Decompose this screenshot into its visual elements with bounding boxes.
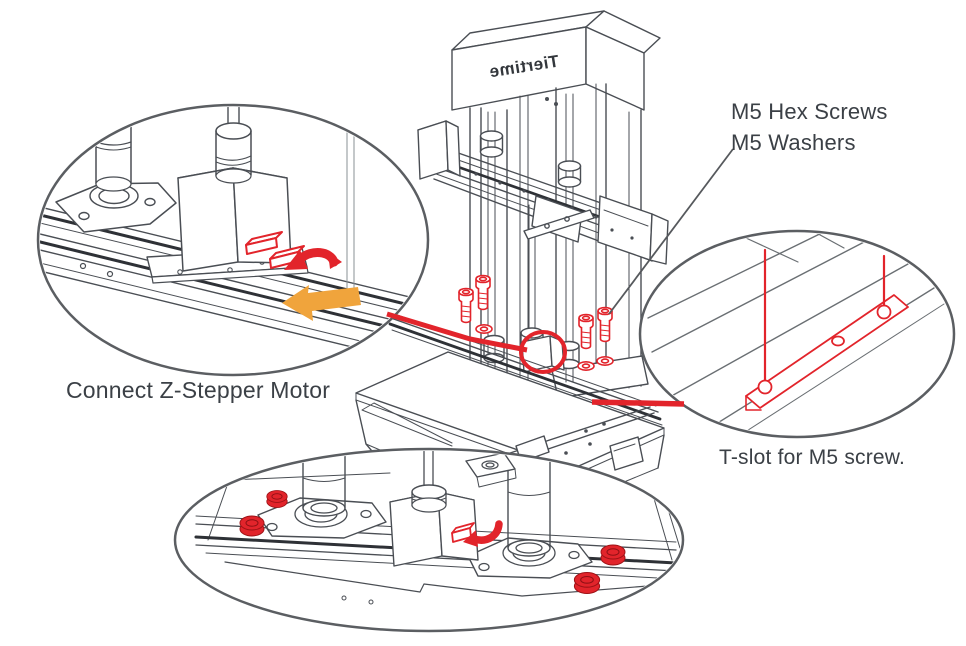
annotation-lines <box>386 148 734 407</box>
z-stepper-connector <box>245 231 305 269</box>
tslot-callout <box>638 229 956 439</box>
m5-hardware-label: M5 Hex Screws M5 Washers <box>731 96 888 158</box>
m5-washer <box>596 355 614 367</box>
red-foot-screw <box>600 544 626 566</box>
m5-washers-text: M5 Washers <box>731 130 856 155</box>
z-axis-motor <box>520 204 565 373</box>
right-callout-connector-line <box>591 399 685 407</box>
red-foot-screw <box>239 515 265 537</box>
m5-washer <box>577 360 595 372</box>
slide-direction-arrow <box>282 285 361 321</box>
m5-leader-line <box>608 148 734 315</box>
zstepper-callout <box>36 103 430 377</box>
m5-hex-screw <box>578 313 594 350</box>
x-gantry <box>417 120 669 265</box>
connect-z-stepper-label: Connect Z-Stepper Motor <box>66 377 331 403</box>
underside-callout <box>173 447 685 633</box>
m5-hex-screw <box>458 287 474 324</box>
tslot-label: T-slot for M5 screw. <box>719 446 906 469</box>
connect-direction-arrow <box>284 248 342 270</box>
underside-callout-ring <box>173 447 685 633</box>
red-foot-screw <box>266 489 288 509</box>
z-coupler-highlight-circle <box>519 330 567 374</box>
m5-hex-screws-text: M5 Hex Screws <box>731 99 888 124</box>
plug-direction-arrow <box>470 520 503 544</box>
top-cap <box>451 10 661 111</box>
zstepper-callout-ring <box>36 103 430 377</box>
m5-washer <box>475 323 493 335</box>
m5-hex-screw <box>475 274 491 311</box>
red-foot-screw <box>573 571 601 595</box>
left-callout-connector-line <box>386 311 528 353</box>
printer-line-art <box>355 10 669 519</box>
tslot-highlight <box>745 248 909 411</box>
tslot-callout-ring <box>638 229 956 439</box>
